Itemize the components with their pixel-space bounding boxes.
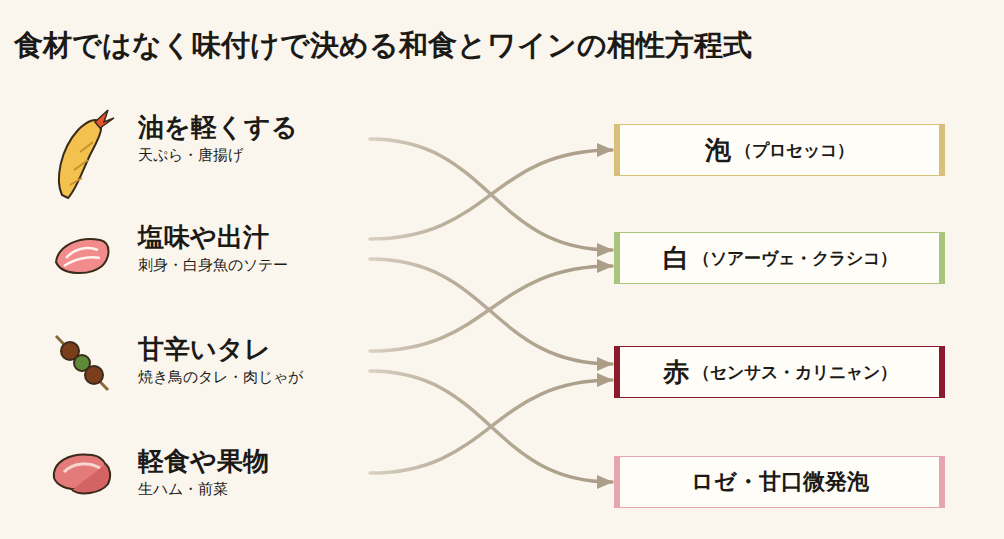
connector-arrow [370,266,612,351]
tempura-icon [59,110,114,198]
node-subtext: （ソアーヴェ・クラシコ） [693,247,897,270]
seasoning-item: 塩味や出汁刺身・白身魚のソテー [138,222,370,276]
connector-arrow [370,380,612,473]
wine-box: 赤（センサス・カリニャン） [614,346,945,398]
node-heading: 泡 [705,133,731,168]
seasoning-item: 油を軽くする天ぷら・唐揚げ [138,112,370,166]
wine-box: 白（ソアーヴェ・クラシコ） [614,232,945,284]
connector-arrow [370,371,612,482]
diagram-title: 食材ではなく味付けで決める和食とワインの相性方程式 [14,26,752,66]
seasoning-item: 軽食や果物生ハム・前菜 [138,446,370,500]
node-heading: 油を軽くする [138,112,370,143]
ham-icon [54,454,110,493]
node-subtext: 焼き鳥のタレ・肉じゃが [138,367,370,388]
connector-arrow [370,150,612,239]
node-heading: ロゼ・甘口微発泡 [691,467,869,497]
node-heading: 赤 [663,355,689,390]
wine-box: 泡（プロセッコ） [614,124,945,176]
connector-arrow [370,259,612,364]
node-subtext: 天ぷら・唐揚げ [138,145,370,166]
node-heading: 甘辛いタレ [138,334,370,365]
sashimi-icon [56,239,109,273]
wine-box: ロゼ・甘口微発泡 [614,456,945,508]
connector-arrow [370,139,612,250]
node-subtext: 刺身・白身魚のソテー [138,255,370,276]
node-heading: 軽食や果物 [138,446,370,477]
node-subtext: 生ハム・前菜 [138,479,370,500]
yakitori-icon [56,336,108,390]
seasoning-item: 甘辛いタレ焼き鳥のタレ・肉じゃが [138,334,370,388]
node-heading: 塩味や出汁 [138,222,370,253]
node-subtext: （プロセッコ） [735,139,854,162]
node-subtext: （センサス・カリニャン） [693,361,897,384]
node-heading: 白 [663,241,689,276]
